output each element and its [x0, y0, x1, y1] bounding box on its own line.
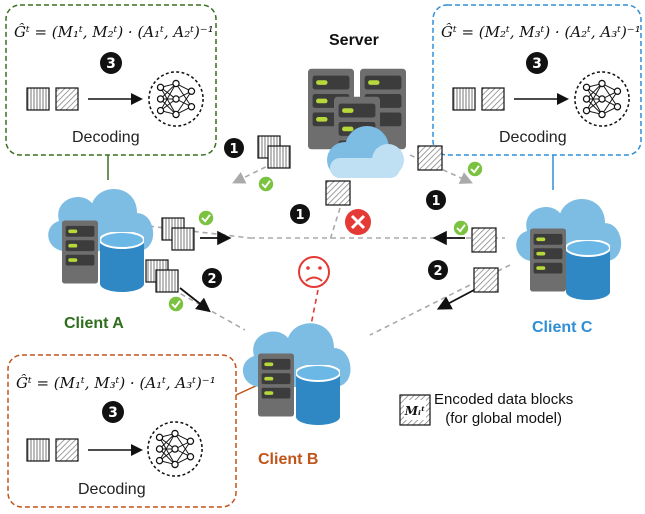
- data-block-icon: [452, 87, 476, 111]
- cross-icon: [345, 209, 371, 235]
- step-badge-one: 1: [426, 190, 446, 210]
- data-block-icon: [417, 145, 443, 171]
- cloud-icon: [327, 126, 404, 178]
- data-block-icon: [473, 267, 499, 293]
- step-badge-one: 1: [224, 138, 244, 158]
- check-icon: [258, 176, 274, 192]
- data-block-icon: [471, 227, 497, 253]
- svg-text:2: 2: [433, 264, 442, 279]
- neural-network-icon: [148, 71, 204, 127]
- step-badge-three: 3: [100, 52, 122, 74]
- client-b-decoding-label: Decoding: [78, 481, 146, 498]
- server-icon: [62, 220, 98, 284]
- data-block-icon: [55, 438, 79, 462]
- check-icon: [453, 220, 469, 236]
- client-c-formula: Ĝᵗ = (M₂ᵗ, M₃ᵗ) · (A₂ᵗ, A₃ᵗ)⁻¹: [441, 23, 641, 41]
- svg-text:2: 2: [207, 272, 216, 287]
- svg-text:1: 1: [229, 142, 238, 157]
- server-icon: [258, 353, 294, 417]
- client-b-connector: [235, 384, 259, 396]
- database-icon: [566, 240, 610, 300]
- server-icon: [530, 228, 566, 292]
- client-b-label: Client B: [258, 451, 319, 468]
- step-badge-two: 2: [428, 260, 448, 280]
- check-icon: [467, 161, 483, 177]
- neural-network-icon: [147, 421, 203, 477]
- client-a-formula: Ĝᵗ = (M₁ᵗ, M₂ᵗ) · (A₁ᵗ, A₂ᵗ)⁻¹: [14, 23, 214, 41]
- step-badge-two: 2: [202, 268, 222, 288]
- data-block-icon: [171, 227, 195, 251]
- server-label: Server: [329, 32, 379, 49]
- legend-text: Encoded data blocks (for global model): [434, 390, 573, 428]
- client-a-label: Client A: [64, 315, 124, 332]
- legend-symbol: Mᵢᵗ: [404, 404, 426, 418]
- database-icon: [296, 365, 340, 425]
- svg-text:1: 1: [431, 194, 440, 209]
- data-block-icon: [481, 87, 505, 111]
- data-block-icon: [267, 145, 291, 169]
- svg-text:3: 3: [106, 56, 116, 72]
- arrow-c-to-b: [436, 289, 475, 310]
- client-a-decoding-label: Decoding: [72, 129, 140, 146]
- neural-network-icon: [574, 71, 630, 127]
- arrow-a-to-b: [179, 287, 211, 313]
- step-badge-three: 3: [102, 401, 124, 423]
- server-to-b-link: [329, 207, 341, 241]
- data-block-icon: [26, 438, 50, 462]
- sad-face-icon: [298, 256, 330, 288]
- data-block-icon: [325, 180, 351, 206]
- network-links: [139, 154, 511, 336]
- svg-text:1: 1: [295, 208, 304, 223]
- client-b-formula: Ĝᵗ = (M₁ᵗ, M₃ᵗ) · (A₁ᵗ, A₃ᵗ)⁻¹: [16, 374, 216, 392]
- svg-text:3: 3: [108, 405, 118, 421]
- step-badge-three: 3: [526, 52, 548, 74]
- client-c-label: Client C: [532, 319, 593, 336]
- svg-text:3: 3: [532, 56, 542, 72]
- data-block-icon: [155, 269, 179, 293]
- data-block-icon: [26, 87, 50, 111]
- check-icon: [168, 296, 184, 312]
- legend-line-2: (for global model): [445, 410, 562, 427]
- check-icon: [198, 210, 214, 226]
- data-block-icon: [55, 87, 79, 111]
- client-c-decoding-label: Decoding: [499, 129, 567, 146]
- database-icon: [100, 232, 144, 292]
- legend-line-1: Encoded data blocks: [434, 391, 574, 408]
- step-badge-one: 1: [290, 204, 310, 224]
